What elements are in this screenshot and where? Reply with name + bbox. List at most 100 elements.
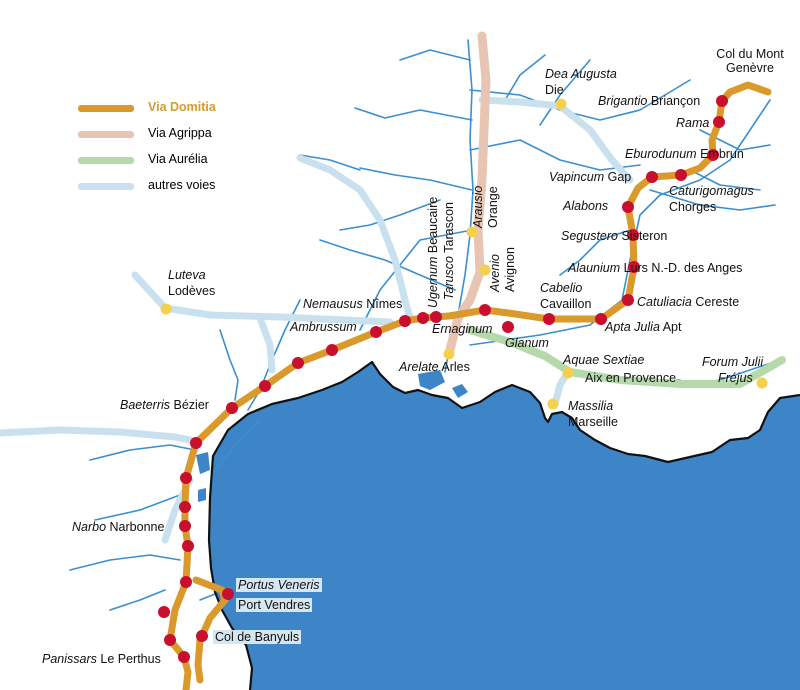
legend-swatch bbox=[78, 105, 134, 112]
station-dot-segustero[interactable] bbox=[627, 229, 639, 241]
label-ugernum[interactable]: Ugernum Beaucaire bbox=[426, 197, 440, 308]
other-towns bbox=[160, 98, 768, 410]
label-catuliacia[interactable]: Catuliacia Cereste bbox=[637, 295, 739, 309]
label-apta-julia[interactable]: Apta Julia Apt bbox=[605, 320, 681, 334]
label-segustero[interactable]: Segustero Sisteron bbox=[561, 229, 667, 243]
latin-name: Panissars bbox=[42, 652, 97, 666]
label-narbo[interactable]: Narbo Narbonne bbox=[72, 520, 164, 534]
road-aude bbox=[0, 426, 204, 446]
label-panissars[interactable]: Panissars Le Perthus bbox=[42, 652, 161, 666]
label-nemausus[interactable]: Nemausus Nîmes bbox=[303, 297, 402, 311]
station-dot-eburodunum[interactable] bbox=[707, 149, 719, 161]
legend-label: Via Agrippa bbox=[148, 126, 212, 140]
label-alaunium[interactable]: Alaunium Lurs N.-D. des Anges bbox=[568, 261, 742, 275]
town-dot-luteva[interactable] bbox=[160, 303, 172, 315]
station-dot-brigantio[interactable] bbox=[716, 95, 728, 107]
station-dot[interactable] bbox=[326, 344, 338, 356]
tributary bbox=[214, 419, 261, 471]
latin-name: Avenio bbox=[488, 254, 502, 292]
station-dot-alaunium[interactable] bbox=[628, 261, 640, 273]
legend-swatch bbox=[78, 183, 134, 190]
label-rama[interactable]: Rama bbox=[676, 116, 709, 130]
label-avenio[interactable]: Avenio Avignon bbox=[488, 247, 518, 292]
label-vapincum[interactable]: Vapincum Gap bbox=[549, 170, 631, 184]
label-baeterris[interactable]: Baeterris Bézier bbox=[120, 398, 209, 412]
station-dot[interactable] bbox=[180, 472, 192, 484]
tributary bbox=[69, 554, 181, 571]
station-dot-portus-veneris[interactable] bbox=[222, 588, 234, 600]
station-dot-ambrussum[interactable] bbox=[370, 326, 382, 338]
station-dot-cabelio[interactable] bbox=[543, 313, 555, 325]
modern-name: Avignon bbox=[503, 247, 517, 292]
station-dot-rama[interactable] bbox=[713, 116, 725, 128]
rivers bbox=[69, 39, 781, 611]
label-portus-veneris[interactable]: Portus Veneris bbox=[236, 578, 322, 592]
town-dot-massilia[interactable] bbox=[547, 398, 559, 410]
station-dot[interactable] bbox=[179, 501, 191, 513]
label-forum-julii[interactable]: Forum Julii Fréjus bbox=[702, 354, 763, 386]
label-ernaginum[interactable]: Ernaginum bbox=[432, 322, 492, 336]
label-eburodunum[interactable]: Eburodunum Embrun bbox=[625, 147, 744, 161]
station-dot-baeterris[interactable] bbox=[226, 402, 238, 414]
tributary bbox=[399, 49, 471, 61]
station-dot-ugernum[interactable] bbox=[417, 312, 429, 324]
modern-name: Embrun bbox=[700, 147, 744, 161]
town-dot-forum-julii[interactable] bbox=[756, 377, 768, 389]
station-dot[interactable] bbox=[259, 380, 271, 392]
tributary bbox=[299, 154, 361, 171]
latin-name: Vapincum bbox=[549, 170, 605, 184]
modern-name: Fréjus bbox=[718, 371, 753, 385]
label-luteva[interactable]: Luteva Lodèves bbox=[168, 267, 215, 299]
latin-name: Brigantio bbox=[598, 94, 648, 108]
modern-name: Lodèves bbox=[168, 284, 216, 298]
station-dot-catuliacia[interactable] bbox=[622, 294, 634, 306]
station-dot-apta-julia[interactable] bbox=[595, 313, 607, 325]
label-massilia[interactable]: Massilia Marseille bbox=[568, 398, 618, 430]
station-dot[interactable] bbox=[180, 576, 192, 588]
station-dot[interactable] bbox=[158, 606, 170, 618]
label-aquae-sextiae[interactable]: Aquae Sextiae Aix en Provence bbox=[563, 351, 676, 387]
label-col-banyuls[interactable]: Col de Banyuls bbox=[213, 630, 302, 644]
station-dot-narbo[interactable] bbox=[179, 520, 191, 532]
station-dot[interactable] bbox=[182, 540, 194, 552]
latin-name: Eburodunum bbox=[625, 147, 697, 161]
label-arausio[interactable]: Arausio Orange bbox=[471, 186, 501, 228]
label-tarusco[interactable]: Tarusco Tarascon bbox=[442, 202, 456, 300]
place-name: Col de Banyuls bbox=[215, 630, 300, 644]
label-col-mont-genevre[interactable]: Col du Mont Genèvre bbox=[712, 47, 788, 75]
station-dot-alabons[interactable] bbox=[622, 201, 634, 213]
modern-name: Arles bbox=[441, 360, 470, 374]
station-dot[interactable] bbox=[292, 357, 304, 369]
modern-name: Cereste bbox=[695, 295, 740, 309]
label-glanum[interactable]: Glanum bbox=[505, 336, 549, 350]
label-arelate[interactable]: Arelate Arles bbox=[399, 360, 470, 374]
station-dot-ernaginum[interactable] bbox=[479, 304, 491, 316]
label-dea-augusta[interactable]: Dea Augusta Die bbox=[545, 66, 617, 98]
label-port-vendres[interactable]: Port Vendres bbox=[236, 598, 313, 612]
town-dot-dea-augusta[interactable] bbox=[555, 98, 567, 110]
tributary bbox=[354, 107, 473, 121]
latin-name: Forum Julii bbox=[702, 355, 764, 369]
town-dot-avenio[interactable] bbox=[479, 264, 491, 276]
town-dot-arausio[interactable] bbox=[466, 226, 478, 238]
town-dot-arelate[interactable] bbox=[443, 348, 455, 360]
station-dot-glanum[interactable] bbox=[502, 321, 514, 333]
label-caturigomagus[interactable]: Caturigomagus Chorges bbox=[669, 183, 754, 215]
station-dot-caturigomagus[interactable] bbox=[675, 169, 687, 181]
mediterranean-sea bbox=[209, 362, 800, 690]
label-alabons[interactable]: Alabons bbox=[563, 199, 608, 213]
station-dot-panissars[interactable] bbox=[178, 651, 190, 663]
label-ambrussum[interactable]: Ambrussum bbox=[290, 320, 357, 334]
station-dot-tarusco[interactable] bbox=[430, 311, 442, 323]
tributary bbox=[94, 494, 181, 521]
label-cabelio[interactable]: Cabelio Cavaillon bbox=[540, 280, 591, 312]
station-dot[interactable] bbox=[164, 634, 176, 646]
station-dot[interactable] bbox=[190, 437, 202, 449]
town-dot-aquae-sextiae[interactable] bbox=[562, 367, 574, 379]
station-dot-nemausus[interactable] bbox=[399, 315, 411, 327]
place-name: Col du Mont Genèvre bbox=[716, 47, 784, 75]
station-dot-vapincum[interactable] bbox=[646, 171, 658, 183]
station-dot-col-banyuls[interactable] bbox=[196, 630, 208, 642]
tributary bbox=[539, 59, 591, 126]
label-brigantio[interactable]: Brigantio Briançon bbox=[598, 94, 700, 108]
